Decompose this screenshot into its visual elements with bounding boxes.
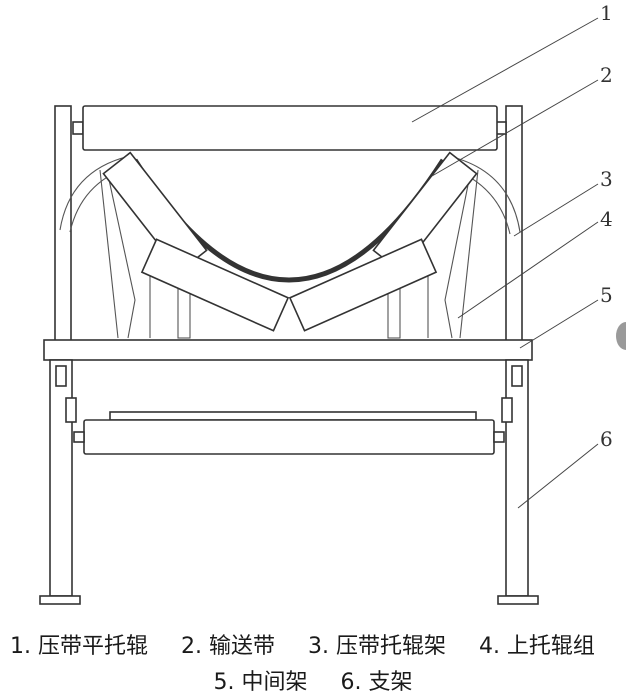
callout-5: 5	[600, 283, 613, 307]
caption-line-1: 1. 压带平托辊 2. 输送带 3. 压带托辊架 4. 上托辊组	[10, 628, 626, 660]
left-frame-post	[54, 105, 84, 345]
callout-2: 2	[600, 63, 613, 87]
hold-down-flat-roller	[82, 105, 498, 151]
return-roller	[83, 419, 495, 455]
upper-idler-center-roller-right	[288, 238, 438, 332]
left-support-leg	[39, 359, 81, 605]
callout-leader-lines	[411, 17, 599, 509]
conveyor-idler-diagram: 1 2 3 4 5 6	[39, 1, 613, 605]
caption-item-3: 3. 压带托辊架	[307, 634, 446, 659]
intermediate-frame	[43, 339, 533, 361]
right-frame-post	[495, 105, 523, 345]
caption-item-5: 5. 中间架	[213, 670, 308, 695]
caption-item-6: 6. 支架	[340, 670, 413, 695]
caption-item-4: 4. 上托辊组	[478, 634, 595, 659]
right-support-leg	[497, 359, 539, 605]
caption-item-1: 1. 压带平托辊	[10, 634, 148, 659]
edge-mark	[616, 322, 626, 350]
callout-4: 4	[600, 207, 613, 231]
caption-item-2: 2. 输送带	[180, 634, 275, 659]
caption-line-2: 5. 中间架 6. 支架	[0, 664, 626, 696]
upper-idler-center-roller-left	[140, 238, 290, 332]
callout-1: 1	[600, 1, 613, 25]
return-belt-strip	[109, 411, 477, 421]
callout-6: 6	[600, 427, 613, 451]
callout-3: 3	[600, 167, 613, 191]
